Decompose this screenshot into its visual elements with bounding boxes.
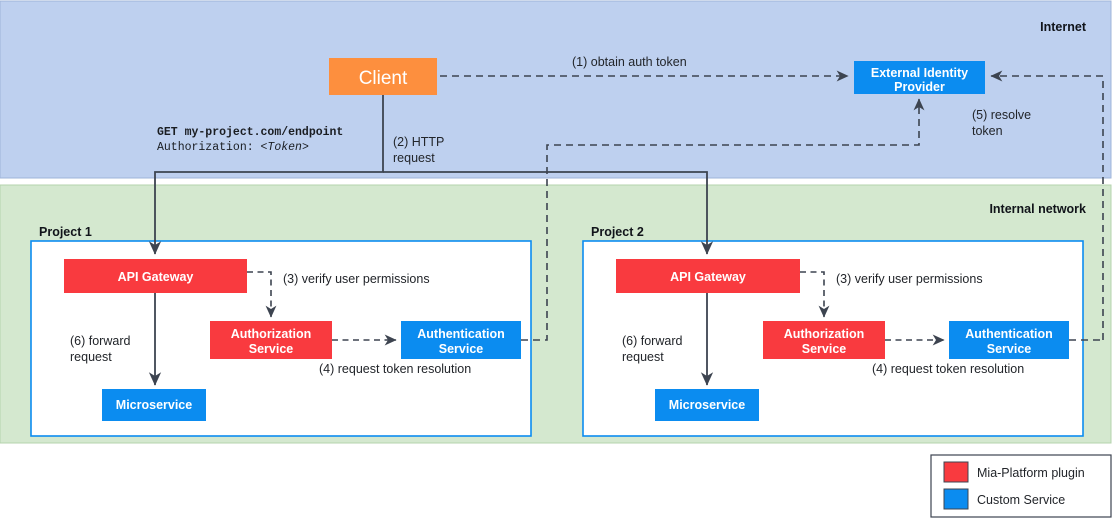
project-2-authentication-label-l1: Authentication xyxy=(965,327,1053,341)
request-note-token-placeholder: <Token> xyxy=(261,141,309,154)
external-identity-provider-label-l2: Provider xyxy=(894,80,945,94)
project-1-api-gateway-label: API Gateway xyxy=(118,270,194,284)
legend-label-custom-service: Custom Service xyxy=(977,493,1065,507)
edge-project-2-verify-permissions xyxy=(800,271,830,318)
project-1-api-gateway[interactable] xyxy=(64,259,247,293)
edge-resolve-token-label-l2: token xyxy=(972,124,1003,138)
edge-http-request-label-l2: request xyxy=(393,151,435,165)
project-1-authorization-label-l2: Service xyxy=(249,342,294,356)
edge-project-1-forward-label-l2: request xyxy=(70,350,112,364)
edge-project-1-forward-label-l1: (6) forward xyxy=(70,334,130,348)
project-2-authorization-label-l2: Service xyxy=(802,342,847,356)
edge-http-request-label-l1: (2) HTTP xyxy=(393,135,444,149)
edge-auth-service-1-to-identity-provider xyxy=(521,98,925,341)
internet-zone-label: Internet xyxy=(1040,20,1087,34)
project-2-api-gateway[interactable] xyxy=(616,259,800,293)
project-2-microservice-label: Microservice xyxy=(669,398,745,412)
project-1-authorization-service[interactable] xyxy=(210,321,332,359)
request-note-line1: GET my-project.com/endpoint xyxy=(157,126,343,139)
project-1-authentication-label-l2: Service xyxy=(439,342,484,356)
request-note-line2: Authorization: <Token> xyxy=(157,141,309,154)
client-node-label: Client xyxy=(359,68,408,89)
request-note-authorization-prefix: Authorization: xyxy=(157,141,261,154)
legend-swatch-mia-platform-plugin xyxy=(943,461,969,483)
project-1-authorization-label-l1: Authorization xyxy=(231,327,312,341)
edge-resolve-token-label-l1: (5) resolve xyxy=(972,108,1031,122)
internal-network-zone-label: Internal network xyxy=(989,202,1086,216)
external-identity-provider-label-l1: External Identity xyxy=(871,66,968,80)
edge-client-to-gateways xyxy=(148,95,384,255)
edge-project-2-forward-label-l1: (6) forward xyxy=(622,334,682,348)
edge-project-1-verify-label: (3) verify user permissions xyxy=(283,272,430,286)
project-1-title: Project 1 xyxy=(39,225,92,239)
edge-project-1-verify-permissions xyxy=(247,271,277,318)
client-node[interactable] xyxy=(329,58,437,95)
edge-project-2-forward-label-l2: request xyxy=(622,350,664,364)
edge-project-2-verify-label: (3) verify user permissions xyxy=(836,272,983,286)
project-2-microservice[interactable] xyxy=(655,389,759,421)
edge-obtain-auth-token-label: (1) obtain auth token xyxy=(572,55,687,69)
edge-project-2-token-resolution-label: (4) request token resolution xyxy=(872,362,1024,376)
project-1-authentication-service[interactable] xyxy=(401,321,521,359)
project-2-title: Project 2 xyxy=(591,225,644,239)
project-2-authentication-label-l2: Service xyxy=(987,342,1032,356)
project-1-microservice-label: Microservice xyxy=(116,398,192,412)
external-identity-provider-node[interactable] xyxy=(854,61,985,94)
edge-resolve-token-return xyxy=(990,70,1104,340)
project-1-microservice[interactable] xyxy=(102,389,206,421)
project-2-api-gateway-label: API Gateway xyxy=(670,270,746,284)
project-1-authentication-label-l1: Authentication xyxy=(417,327,505,341)
edge-client-to-gateway-2 xyxy=(383,171,714,255)
project-2-authorization-service[interactable] xyxy=(763,321,885,359)
edge-project-1-token-resolution-label: (4) request token resolution xyxy=(319,362,471,376)
project-2-authentication-service[interactable] xyxy=(949,321,1069,359)
legend-label-mia-platform-plugin: Mia-Platform plugin xyxy=(977,466,1085,480)
legend-swatch-custom-service xyxy=(943,488,969,510)
project-2-authorization-label-l1: Authorization xyxy=(784,327,865,341)
